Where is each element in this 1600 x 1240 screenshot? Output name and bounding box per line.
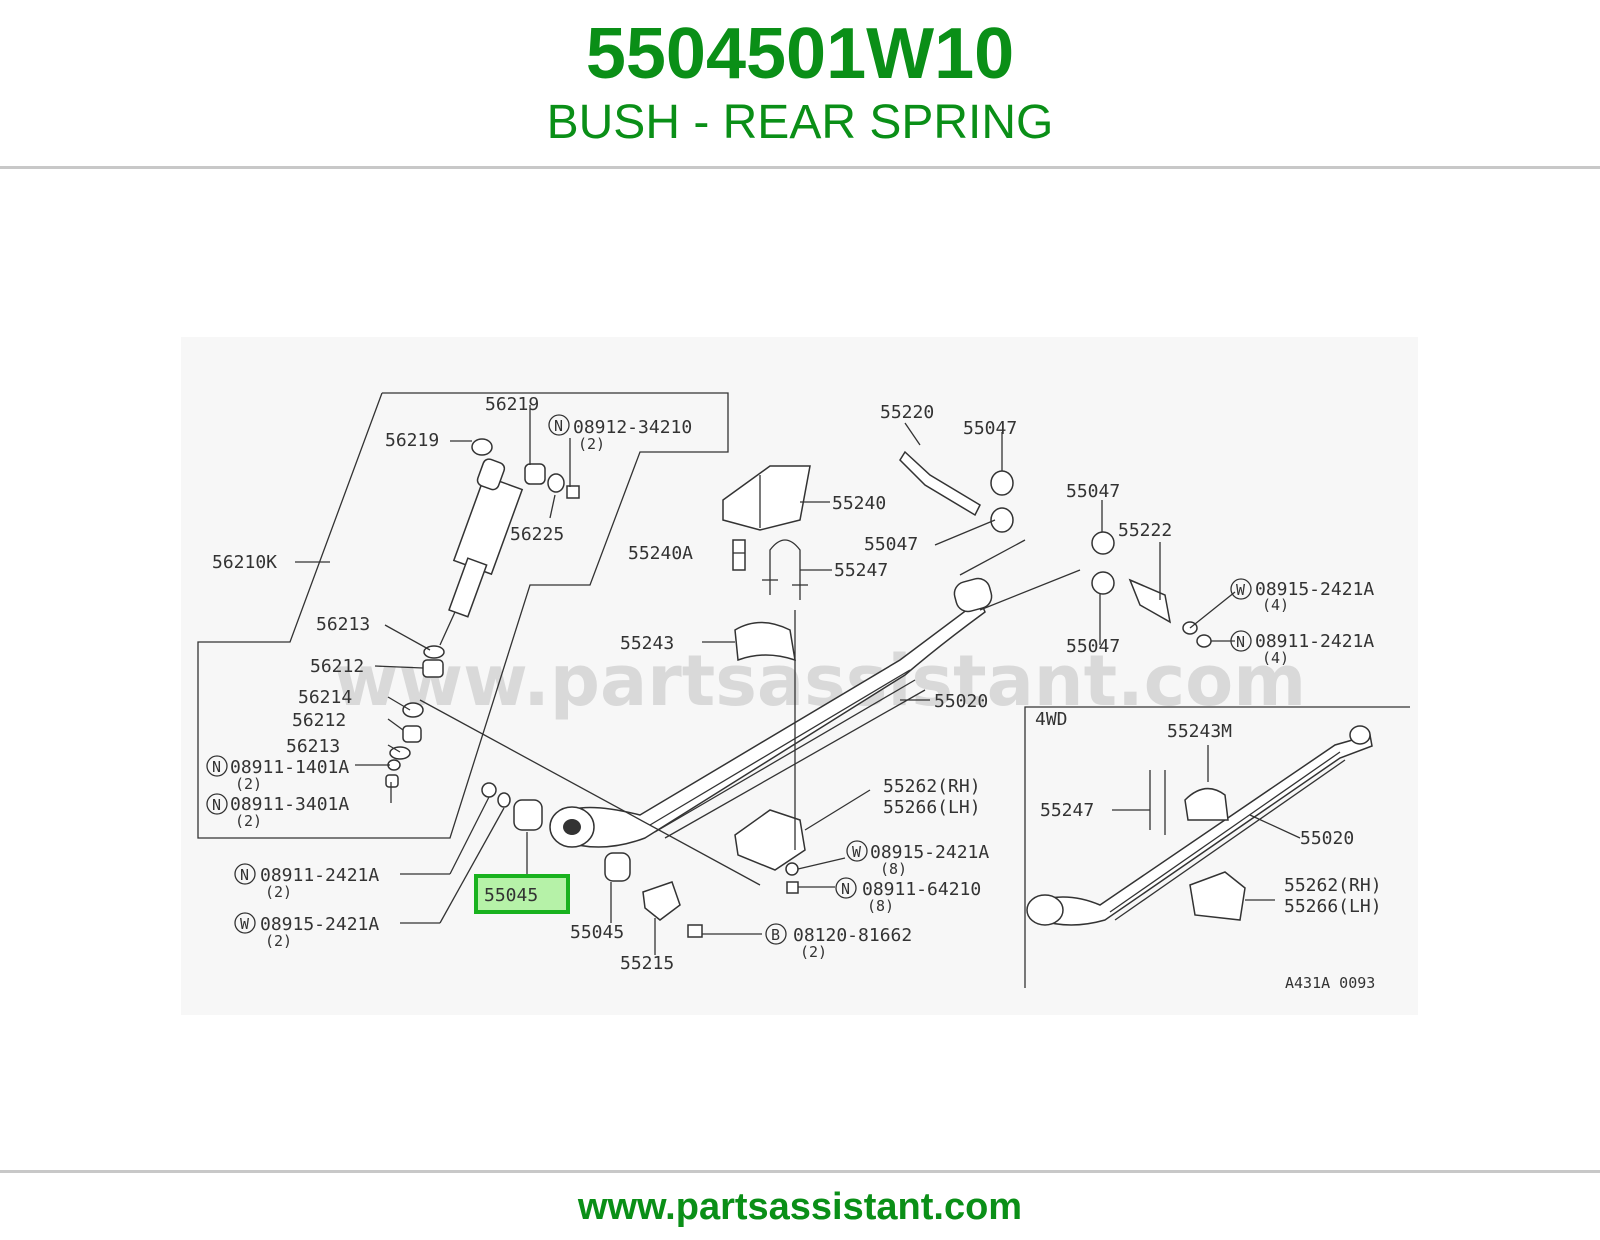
shock-small-parts <box>385 438 580 788</box>
inset-4wd-outline <box>1024 706 1410 988</box>
label-08911-1401A: 08911-1401A <box>230 757 349 778</box>
label-56212-b: 56212 <box>292 710 346 731</box>
shackle-55220 <box>899 450 1014 533</box>
diagram-element: B <box>771 926 780 944</box>
part-number-title: 5504501W10 <box>585 14 1015 94</box>
label-08120-81662: 08120-81662 <box>793 925 912 946</box>
label-56214: 56214 <box>298 687 352 708</box>
label-56225: 56225 <box>510 524 564 545</box>
nut-mid <box>786 881 799 894</box>
qty-08120-81662: (2) <box>800 943 827 961</box>
nut-marker-icon <box>835 877 857 899</box>
diagram-ref-code: A431A 0093 <box>1285 974 1375 992</box>
washer-marker-icon <box>234 912 256 934</box>
label-55243: 55243 <box>620 633 674 654</box>
label-inset-55243M: 55243M <box>1167 721 1232 742</box>
label-55045-b: 55045 <box>570 922 624 943</box>
label-inset-55247: 55247 <box>1040 800 1094 821</box>
label-08911-2421A-left: 08911-2421A <box>260 865 379 886</box>
qty-08912: (2) <box>578 435 605 453</box>
header-divider <box>0 166 1600 169</box>
washer-mid <box>785 862 799 876</box>
label-56213-b: 56213 <box>286 736 340 757</box>
label-56212-a: 56212 <box>310 656 364 677</box>
qty-08911-2421A-right: (4) <box>1262 649 1289 667</box>
bumper-55243 <box>734 621 796 662</box>
label-55047-d: 55047 <box>1066 636 1120 657</box>
label-55266-lh: 55266(LH) <box>883 797 981 818</box>
inset-leaf-spring <box>1026 725 1373 926</box>
label-inset-55266-lh: 55266(LH) <box>1284 896 1382 917</box>
label-55247: 55247 <box>834 560 888 581</box>
highlight-box <box>474 874 570 914</box>
hanger-55222 <box>1091 531 1212 648</box>
qty-08915-2421A-mid: (8) <box>880 860 907 878</box>
label-56210K: 56210K <box>212 552 277 573</box>
label-55262-rh: 55262(RH) <box>883 776 981 797</box>
shock-detail-outline <box>197 392 729 839</box>
qty-08911-1401A: (2) <box>235 775 262 793</box>
leader-lines <box>295 405 1301 955</box>
diagram-element: N <box>212 758 221 776</box>
diagram-element: W <box>1236 581 1246 599</box>
pad-55240 <box>722 465 811 571</box>
label-08911-64210: 08911-64210 <box>862 879 981 900</box>
nut-marker-icon <box>548 414 570 436</box>
nut-marker-icon <box>206 793 228 815</box>
spring-plate-55262 <box>734 809 806 871</box>
inset-title: 4WD <box>1035 709 1068 730</box>
qty-08911-3401A: (2) <box>235 812 262 830</box>
label-55047-b: 55047 <box>864 534 918 555</box>
diagram-element: W <box>852 843 862 861</box>
diagram-element: N <box>841 880 850 898</box>
label-55222: 55222 <box>1118 520 1172 541</box>
qty-08915-2421A-right: (4) <box>1262 596 1289 614</box>
label-inset-55262-rh: 55262(RH) <box>1284 875 1382 896</box>
front-bushings <box>481 782 703 938</box>
diagram-element: N <box>212 796 221 814</box>
label-55240A: 55240A <box>628 543 693 564</box>
shackle-line-2 <box>959 539 1026 576</box>
label-56219-left: 56219 <box>385 430 439 451</box>
diagram-element: N <box>1236 633 1245 651</box>
frame-line <box>419 699 761 886</box>
nut-marker-icon <box>1230 630 1252 652</box>
label-08912-34210: 08912-34210 <box>573 417 692 438</box>
label-55045-highlighted: 55045 <box>484 885 538 906</box>
label-55220: 55220 <box>880 402 934 423</box>
nut-marker-icon <box>206 755 228 777</box>
nut-marker-text: N <box>554 417 563 435</box>
label-55047-a: 55047 <box>963 418 1017 439</box>
label-08915-2421A-left: 08915-2421A <box>260 914 379 935</box>
u-bolt-55247 <box>762 539 808 600</box>
nut-marker-icon <box>234 863 256 885</box>
qty-08915-2421A-left: (2) <box>265 932 292 950</box>
footer-divider <box>0 1170 1600 1173</box>
label-55020: 55020 <box>934 691 988 712</box>
label-inset-55020: 55020 <box>1300 828 1354 849</box>
shackle-line <box>979 569 1081 611</box>
label-08915-2421A-right: 08915-2421A <box>1255 579 1374 600</box>
part-labels: 56219 56219 N 08912-34210 (2) 56225 5621… <box>206 394 1382 992</box>
washer-marker-icon <box>1230 578 1252 600</box>
bolt-marker-icon <box>765 923 787 945</box>
label-55047-c: 55047 <box>1066 481 1120 502</box>
label-55215: 55215 <box>620 953 674 974</box>
part-name-subtitle: BUSH - REAR SPRING <box>546 96 1054 149</box>
label-55240: 55240 <box>832 493 886 514</box>
diagram-element: N <box>240 866 249 884</box>
label-08915-2421A-mid: 08915-2421A <box>870 842 989 863</box>
footer-url[interactable]: www.partsassistant.com <box>577 1186 1023 1228</box>
label-56219-top: 56219 <box>485 394 539 415</box>
label-56213-a: 56213 <box>316 614 370 635</box>
washer-marker-icon <box>846 840 868 862</box>
qty-08911-64210: (8) <box>867 897 894 915</box>
label-08911-3401A: 08911-3401A <box>230 794 349 815</box>
qty-08911-2421A-left: (2) <box>265 883 292 901</box>
shock-absorber-56210K <box>439 458 524 646</box>
diagram-element: W <box>240 915 250 933</box>
label-08911-2421A-right: 08911-2421A <box>1255 631 1374 652</box>
